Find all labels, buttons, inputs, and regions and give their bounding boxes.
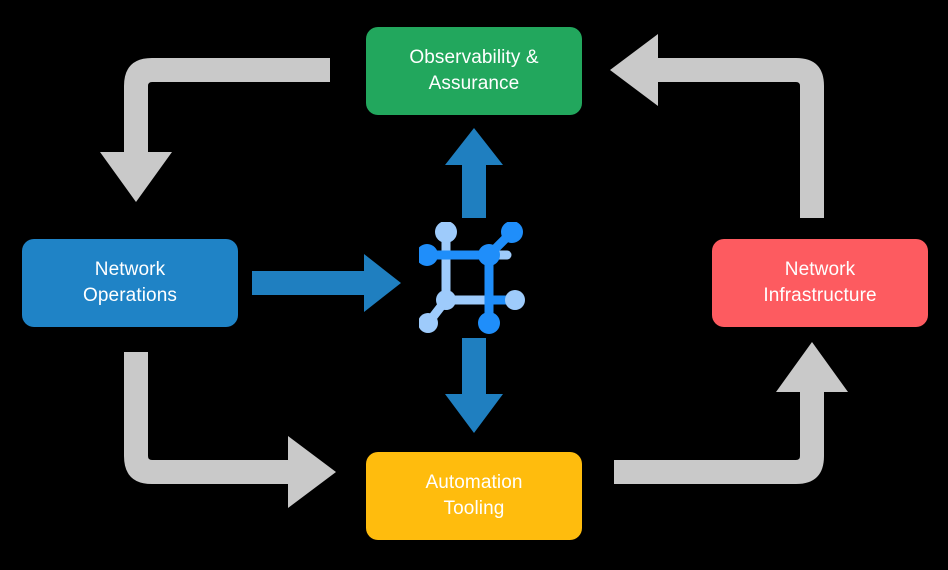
network-topology-icon — [419, 222, 525, 334]
blue-arrow-netops-to-center — [252, 254, 401, 312]
blue-arrow-center-to-automation — [445, 338, 503, 433]
node-observability-assurance[interactable]: Observability & Assurance — [366, 27, 582, 115]
blue-arrow-center-to-observability — [445, 128, 503, 218]
node-automation-tooling[interactable]: Automation Tooling — [366, 452, 582, 540]
node-network-infrastructure[interactable]: Network Infrastructure — [712, 239, 928, 327]
node-network-operations[interactable]: Network Operations — [22, 239, 238, 327]
gray-arrow-netinfra-to-observability — [610, 34, 824, 218]
gray-arrow-netops-to-automation — [124, 352, 336, 508]
gray-arrow-observability-to-netops — [100, 58, 330, 202]
gray-arrow-automation-to-netinfra — [614, 342, 848, 484]
